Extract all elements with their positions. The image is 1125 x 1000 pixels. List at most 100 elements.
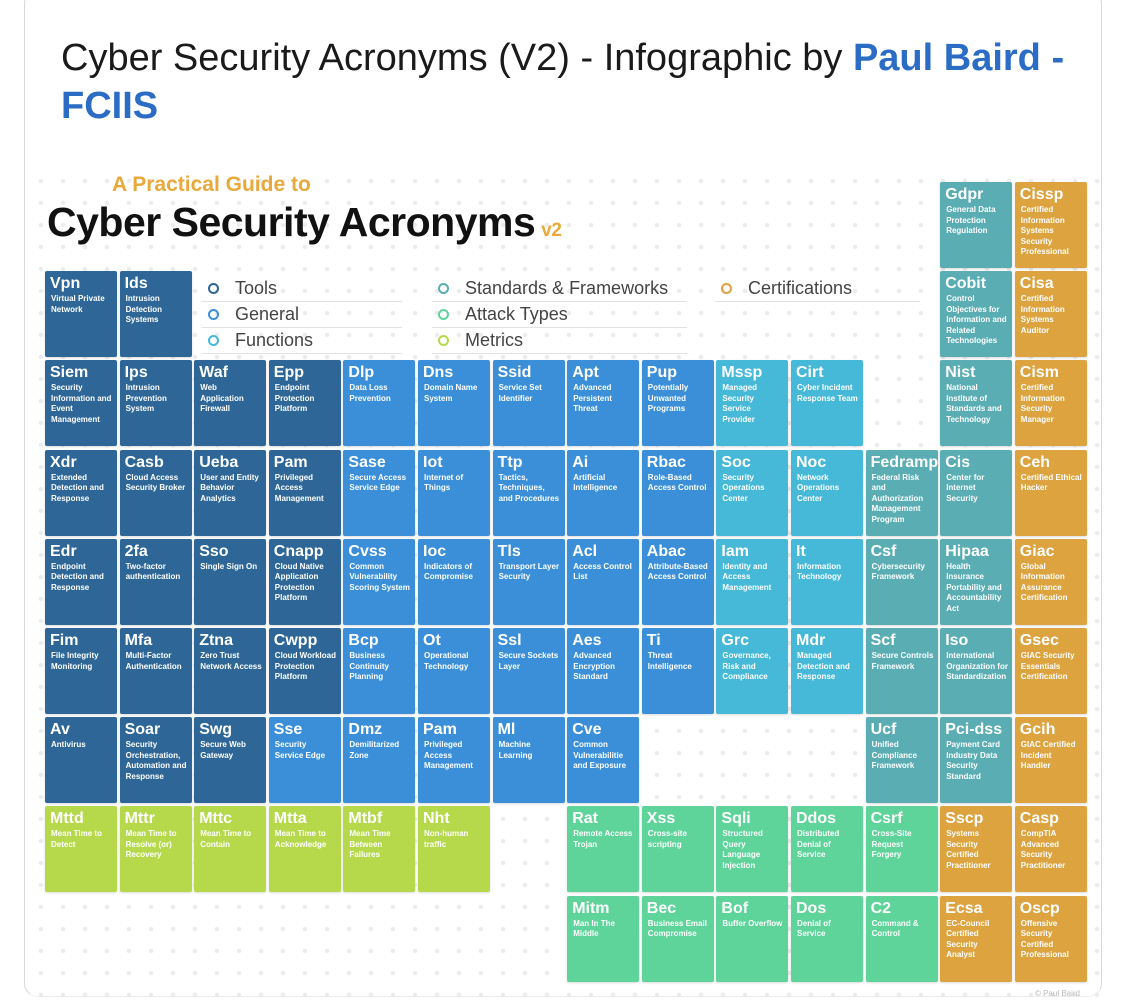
legend-label: Tools (235, 278, 278, 298)
infographic: A Practical Guide to Cyber Security Acro… (30, 170, 1100, 1000)
acronym-abbr: Pci-dss (945, 721, 1003, 739)
acronym-abbr: Gcih (1019, 721, 1056, 739)
acronym-definition: Mean Time to Contain (200, 829, 252, 849)
acronym-definition: Remote Access Trojan (573, 829, 633, 849)
legend-label: General (235, 304, 300, 324)
acronym-abbr: Abac (646, 542, 686, 560)
acronym-abbr: Cism (1019, 364, 1059, 382)
acronym-abbr: Rbac (646, 453, 686, 471)
acronym-abbr: Vpn (50, 275, 81, 293)
acronym-definition: Cybersecurity Framework (871, 561, 925, 582)
acronym-abbr: Mtta (273, 810, 307, 828)
acronym-abbr: Sso (199, 542, 229, 560)
acronym-abbr: Mttd (50, 810, 84, 828)
acronym-definition: Domain Name System (424, 383, 478, 403)
acronym-definition: Access Control List (573, 561, 632, 582)
acronym-definition: Certified Information Security Manager (1020, 383, 1065, 424)
acronym-abbr: Nist (945, 364, 976, 382)
acronym-definition: Single Sign On (200, 561, 258, 571)
acronym-abbr: Ceh (1019, 453, 1051, 471)
acronym-abbr: Ttp (497, 453, 523, 471)
acronym-definition: Privileged Access Management (424, 740, 473, 771)
acronym-abbr: Ips (124, 364, 148, 382)
acronym-definition: Threat Intelligence (647, 651, 692, 671)
acronym-definition: Managed Detection and Response (797, 651, 850, 681)
acronym-definition: Indicators of Compromise (424, 561, 473, 582)
acronym-definition: Cyber Incident Response Team (797, 383, 858, 403)
acronym-definition: CompTIA Advanced Security Practitioner (1020, 829, 1066, 870)
acronym-definition: Buffer Overflow (722, 918, 783, 928)
acronym-abbr: Acl (572, 542, 598, 560)
acronym-definition: Transport Layer Security (498, 561, 560, 582)
acronym-abbr: Ztna (199, 632, 233, 649)
acronym-abbr: Giac (1019, 542, 1055, 560)
acronym-definition: Unified Compliance Framework (871, 740, 917, 771)
legend-label: Metrics (465, 330, 523, 350)
legend-label: Functions (235, 330, 314, 350)
acronym-definition: Machine Learning (498, 740, 533, 760)
acronym-abbr: Mdr (796, 632, 826, 649)
acronym-abbr: Cobit (945, 275, 987, 293)
acronym-definition: Managed Security Service Provider (722, 383, 758, 424)
acronym-definition: Information Technology (797, 561, 842, 582)
legend-label: Certifications (748, 278, 853, 298)
legend-item: Functions (202, 328, 402, 354)
acronym-definition: Common Vulnerability Scoring System (349, 561, 410, 592)
acronym-abbr: Ssid (497, 364, 532, 382)
acronym-definition: Data Loss Prevention (349, 383, 391, 403)
acronym-abbr: Fedramp (870, 453, 938, 471)
acronym-abbr: Cvss (348, 542, 387, 560)
acronym-definition: Certified Information Systems Auditor (1020, 294, 1065, 335)
acronym-definition: GIAC Security Essentials Certification (1020, 651, 1075, 681)
acronym-abbr: Swg (199, 721, 233, 739)
acronym-definition: National Institute of Standards and Tech… (946, 383, 1002, 424)
acronym-definition: Internet of Things (424, 472, 464, 493)
author-link[interactable]: Paul Baird - FCIIS (61, 37, 1065, 127)
acronym-definition: Advanced Persistent Threat (573, 383, 612, 414)
acronym-abbr: Bof (721, 899, 749, 917)
acronym-abbr: Xdr (50, 453, 77, 471)
acronym-definition: Distributed Denial of Service (797, 829, 840, 860)
acronym-abbr: Fim (50, 632, 79, 649)
acronym-abbr: Mttc (199, 810, 233, 828)
acronym-definition: Structured Query Language Injection (722, 829, 763, 870)
acronym-abbr: Cve (572, 721, 602, 739)
acronym-definition: Security Operations Center (722, 472, 765, 503)
acronym-abbr: Rat (572, 810, 598, 828)
acronym-abbr: Cnapp (273, 542, 324, 560)
legend-item: Standards & Frameworks (432, 276, 687, 302)
legend-label: Attack Types (465, 304, 568, 324)
acronym-definition: Health Insurance Portability and Account… (946, 561, 1002, 613)
legend-dot-icon (208, 309, 219, 320)
